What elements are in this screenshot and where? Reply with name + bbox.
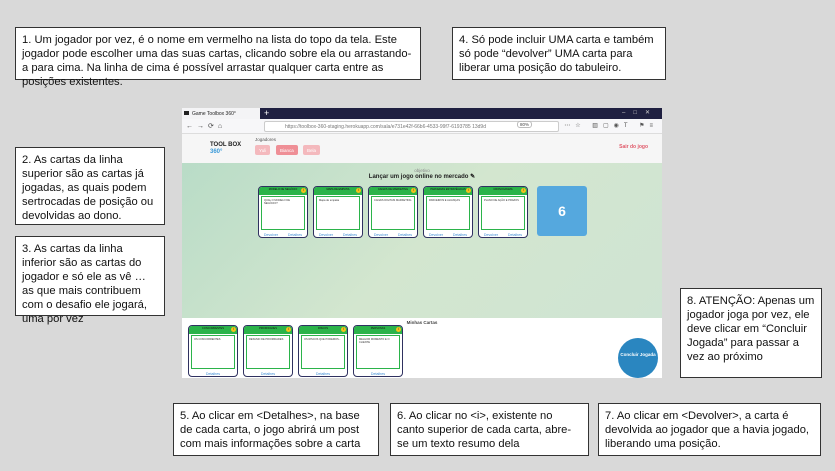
return-button[interactable]: Devolver bbox=[428, 233, 444, 237]
card-body: OS RISCOS QUE PODEMOS... bbox=[301, 335, 345, 369]
card-body: OS CONCORRENTES bbox=[191, 335, 235, 369]
details-button[interactable]: Detalhes bbox=[260, 372, 276, 376]
info-icon[interactable]: i bbox=[341, 327, 346, 332]
card-title: CANAIS DE MARKETING bbox=[369, 187, 417, 195]
info-icon[interactable]: i bbox=[301, 188, 306, 193]
return-button[interactable]: Devolver bbox=[483, 233, 499, 237]
return-button[interactable]: Devolver bbox=[318, 233, 334, 237]
note-1: 1. Um jogador por vez, é o nome em verme… bbox=[15, 27, 421, 88]
pencil-icon[interactable]: ✎ bbox=[470, 174, 476, 180]
card-body: QUAL O MODELO DE NEGÓCIO? bbox=[261, 196, 305, 230]
card-title: PARCERIAS ESTRATÉGICAS bbox=[424, 187, 472, 195]
note-5: 5. Ao clicar em <Detalhes>, na base de c… bbox=[173, 403, 379, 456]
url-bar[interactable]: https://toolbox-360-staging.herokuapp.co… bbox=[264, 121, 559, 132]
empty-slot-count: 6 bbox=[537, 186, 587, 236]
card-title: RISCOS bbox=[299, 326, 347, 334]
card-title: CRONOGRAMA bbox=[479, 187, 527, 195]
game-screenshot: Game Toolbox 360° + –□✕ ←→⟳⌂ https://too… bbox=[182, 108, 662, 378]
details-button[interactable]: Detalhes bbox=[315, 372, 331, 376]
card-title: PRIORIDADES bbox=[244, 326, 292, 334]
card-title: CONCORRENTES bbox=[189, 326, 237, 334]
card-title: MAPA DE EMPATIA bbox=[314, 187, 362, 195]
details-button[interactable]: Detalhes bbox=[370, 372, 386, 376]
details-button[interactable]: Detalhes bbox=[287, 233, 303, 237]
card-body: PLANO DE AÇÃO E PRAZOS bbox=[481, 196, 525, 230]
details-button[interactable]: Detalhes bbox=[205, 372, 221, 376]
return-button[interactable]: Devolver bbox=[263, 233, 279, 237]
details-button[interactable]: Detalhes bbox=[507, 233, 523, 237]
note-4: 4. Só pode incluir UMA carta e também só… bbox=[452, 27, 666, 80]
card-title: MODELO DE NEGÓCIO bbox=[259, 187, 307, 195]
zoom-level[interactable]: 80% bbox=[516, 121, 532, 128]
players-label: Jogadores bbox=[255, 137, 277, 142]
url-text: https://toolbox-360-staging.herokuapp.co… bbox=[285, 124, 486, 130]
note-8: 8. ATENÇÃO: Apenas um jogador joga por v… bbox=[680, 288, 822, 378]
my-cards-title: Minhas Cartas bbox=[406, 320, 438, 325]
card-body: CANAIS DIGITAIS MARKETING bbox=[371, 196, 415, 230]
note-6: 6. Ao clicar no <i>, existente no canto … bbox=[390, 403, 589, 456]
details-button[interactable]: Detalhes bbox=[452, 233, 468, 237]
info-icon[interactable]: i bbox=[286, 327, 291, 332]
info-icon[interactable]: i bbox=[356, 188, 361, 193]
info-icon[interactable]: i bbox=[466, 188, 471, 193]
toolbar-icons[interactable]: ⋯☆ ▥▢◉T ⚑≡ bbox=[564, 123, 658, 129]
game-board: objetivo Lançar um jogo online no mercad… bbox=[182, 163, 662, 318]
note-2: 2. As cartas da linha superior são as ca… bbox=[15, 147, 165, 225]
card-body: Mapa de empatia bbox=[316, 196, 360, 230]
note-3: 3. As cartas da linha inferior são as ca… bbox=[15, 236, 165, 325]
objective-text: Lançar um jogo online no mercado ✎ bbox=[368, 174, 476, 180]
new-tab-icon[interactable]: + bbox=[264, 108, 270, 118]
finish-turn-button[interactable]: Concluir Jogada bbox=[618, 338, 658, 378]
details-button[interactable]: Detalhes bbox=[397, 233, 413, 237]
info-icon[interactable]: i bbox=[231, 327, 236, 332]
card-title: PERSONAS bbox=[354, 326, 402, 334]
player-chip: Yuli bbox=[255, 145, 271, 155]
objective-label: objetivo bbox=[414, 168, 430, 173]
info-icon[interactable]: i bbox=[411, 188, 416, 193]
return-button[interactable]: Devolver bbox=[373, 233, 389, 237]
card-body: PARCEIROS E ALIANÇAS bbox=[426, 196, 470, 230]
browser-tab[interactable]: Game Toolbox 360° bbox=[182, 108, 260, 119]
nav-buttons-icon[interactable]: ←→⟳⌂ bbox=[186, 123, 227, 130]
browser-tabbar: Game Toolbox 360° + –□✕ bbox=[182, 108, 662, 119]
info-icon[interactable]: i bbox=[396, 327, 401, 332]
info-icon[interactable]: i bbox=[521, 188, 526, 193]
player-chip: Bela bbox=[303, 145, 321, 155]
player-chip-active: Bianca bbox=[276, 145, 298, 155]
window-controls[interactable]: –□✕ bbox=[622, 110, 658, 116]
details-button[interactable]: Detalhes bbox=[342, 233, 358, 237]
card-body: RESUMO DE PRIORIDADES bbox=[246, 335, 290, 369]
note-7: 7. Ao clicar em <Devolver>, a carta é de… bbox=[598, 403, 821, 456]
browser-navbar: ←→⟳⌂ https://toolbox-360-staging.herokua… bbox=[182, 119, 662, 134]
exit-game-link[interactable]: Sair do jogo bbox=[619, 144, 648, 150]
card-body: MELHOR MOMENTO E O CLIENTE bbox=[356, 335, 400, 369]
